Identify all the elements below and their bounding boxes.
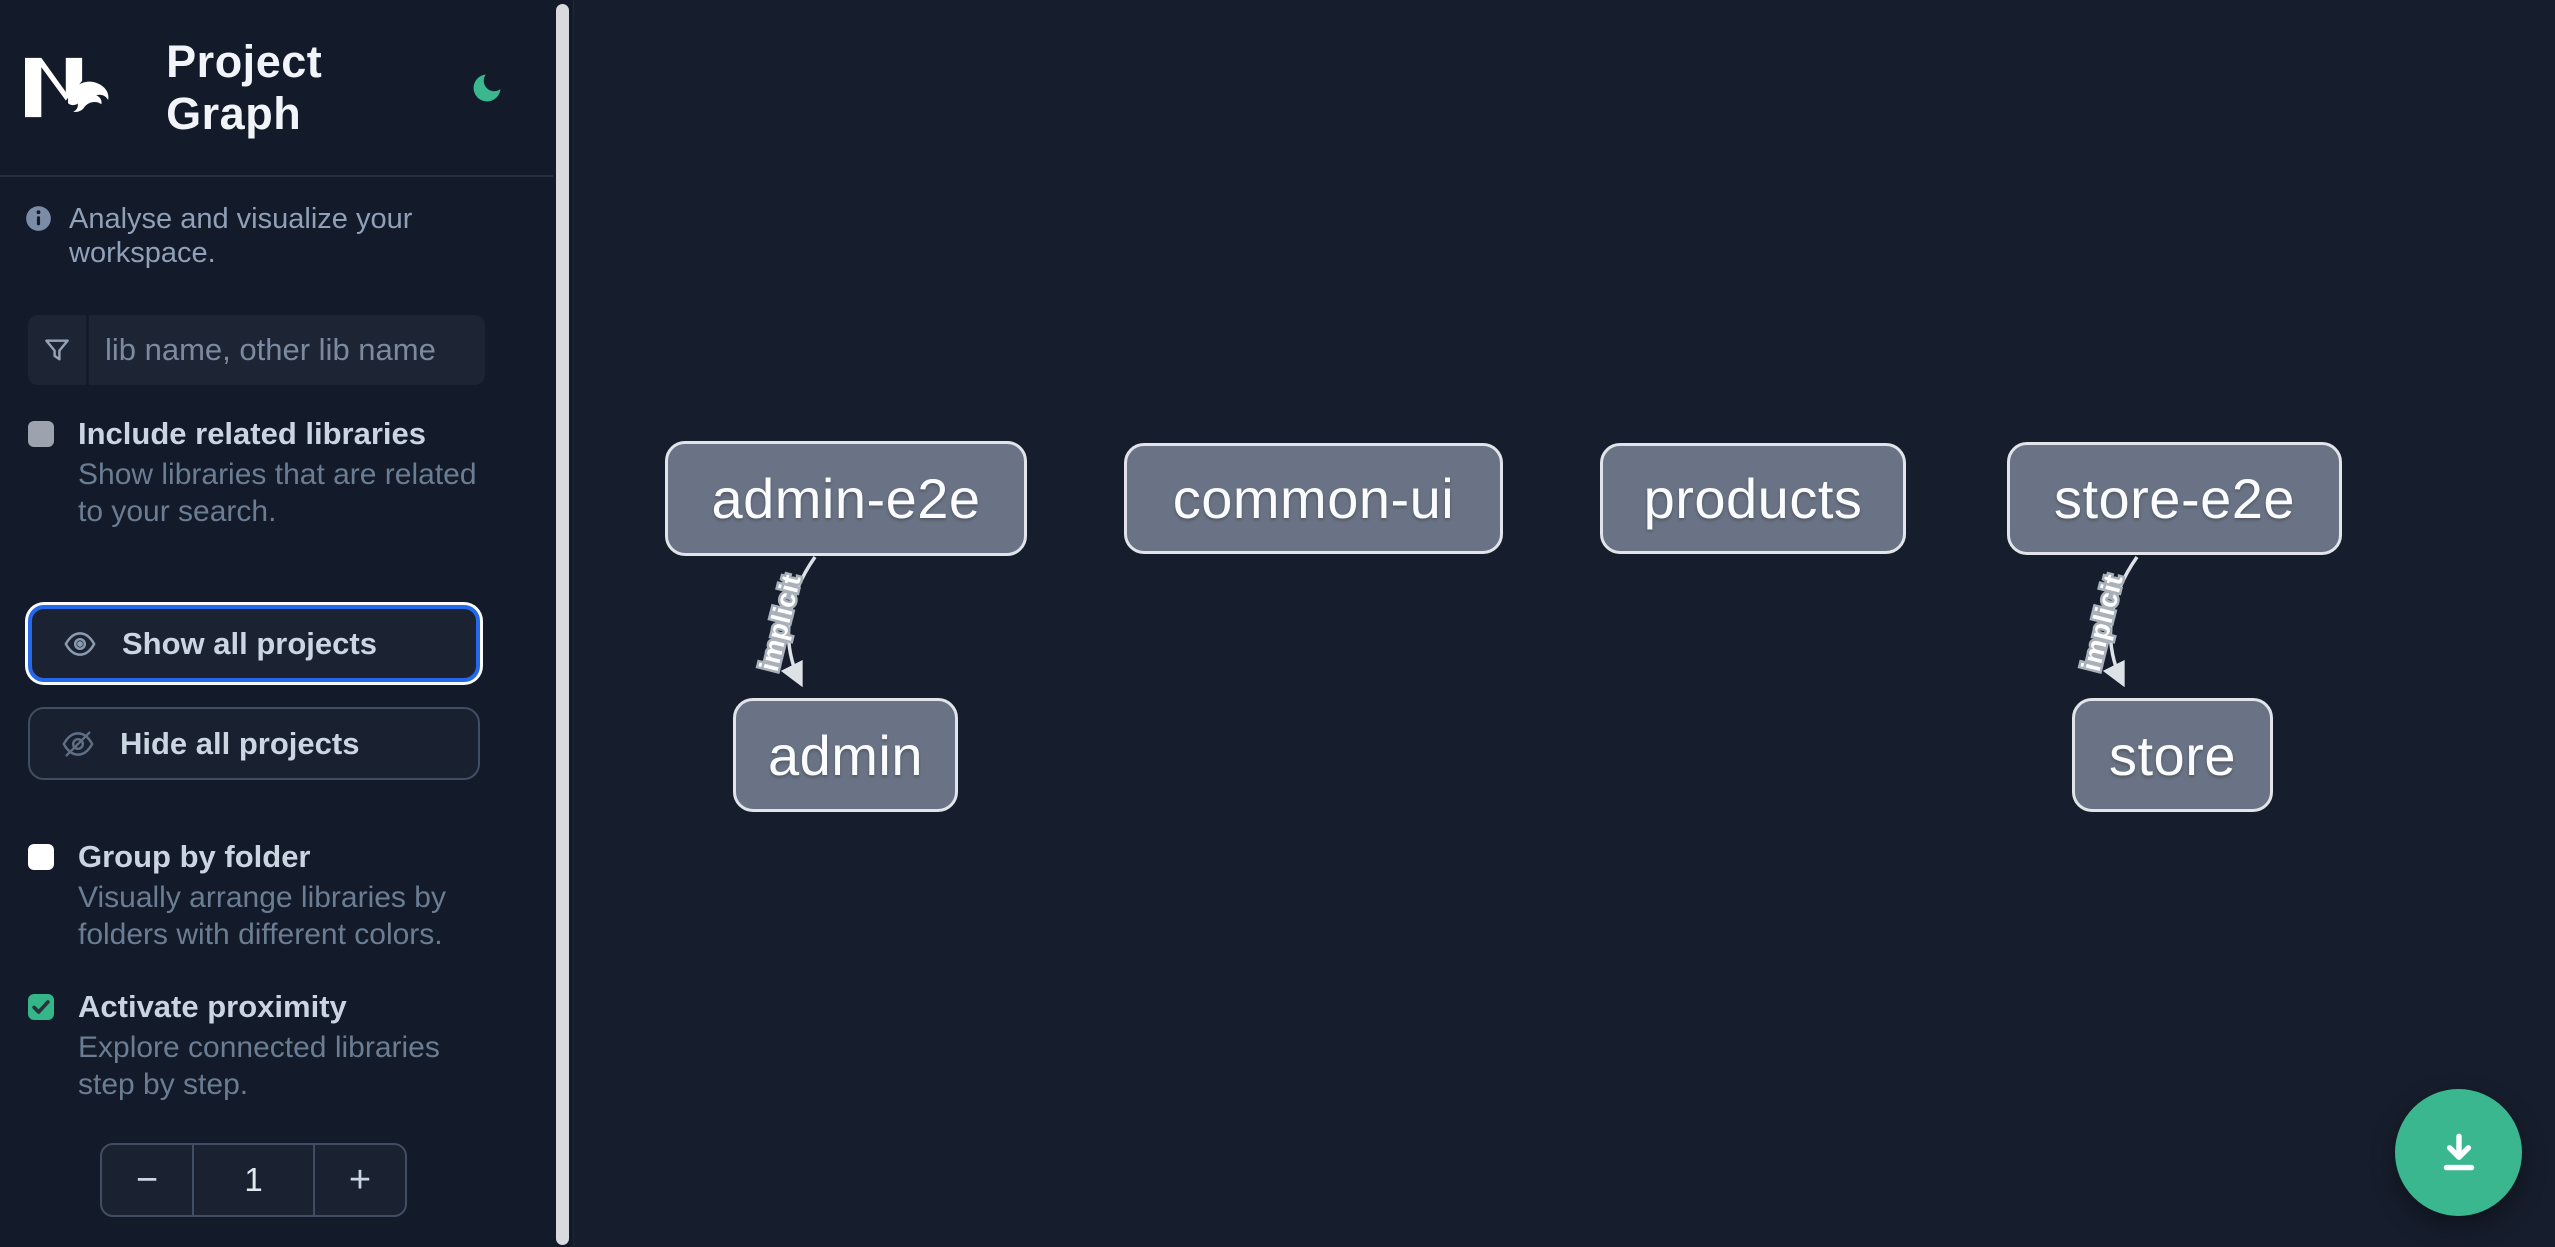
activate-proximity-checkbox[interactable]	[28, 994, 54, 1020]
group-by-folder-checkbox[interactable]	[28, 844, 54, 870]
group-by-folder-description: Visually arrange libraries by folders wi…	[78, 881, 446, 951]
nx-logo-icon	[25, 57, 109, 118]
include-related-label: Include related libraries	[78, 416, 427, 451]
proximity-depth-stepper: − 1 +	[100, 1143, 407, 1217]
include-related-checkbox[interactable]	[28, 421, 54, 447]
funnel-icon-cell	[28, 315, 89, 385]
graph-node-admin-e2e[interactable]: admin-e2e	[665, 441, 1027, 556]
activate-proximity-label: Activate proximity	[78, 989, 347, 1024]
hide-all-projects-label: Hide all projects	[120, 725, 360, 761]
download-icon	[2443, 1133, 2474, 1170]
sidebar-scrollbar	[553, 0, 573, 1247]
funnel-icon	[45, 339, 69, 361]
activate-proximity-toggle: Activate proximity Explore connected lib…	[28, 988, 482, 1103]
sidebar-header: Project Graph	[0, 0, 553, 177]
show-all-projects-label: Show all projects	[122, 625, 377, 661]
show-all-projects-button[interactable]: Show all projects	[28, 605, 480, 682]
stepper-value: 1	[192, 1145, 315, 1215]
include-related-description: Show libraries that are related to your …	[78, 458, 477, 528]
decrement-button[interactable]: −	[135, 1158, 159, 1201]
info-icon	[26, 206, 51, 231]
filter-box	[28, 315, 485, 385]
tagline-text: Analyse and visualize your workspace.	[69, 203, 413, 269]
sidebar: Project Graph Analyse and visualize your…	[0, 0, 553, 1247]
filter-input[interactable]	[89, 315, 485, 385]
include-related-toggle: Include related libraries Show libraries…	[28, 415, 482, 530]
graph-node-products[interactable]: products	[1600, 443, 1906, 554]
graph-node-admin[interactable]: admin	[733, 698, 958, 812]
group-by-folder-label: Group by folder	[78, 839, 311, 874]
activate-proximity-description: Explore connected libraries step by step…	[78, 1031, 440, 1101]
page-title: Project Graph	[166, 35, 323, 139]
theme-toggle-button[interactable]	[467, 68, 507, 108]
graph-node-common-ui[interactable]: common-ui	[1124, 443, 1503, 554]
moon-icon	[473, 74, 501, 101]
group-by-folder-toggle: Group by folder Visually arrange librari…	[28, 838, 482, 953]
checkmark-icon	[32, 1000, 50, 1014]
increment-button[interactable]: +	[348, 1158, 372, 1201]
workspace-tagline: Analyse and visualize your workspace.	[25, 202, 553, 270]
graph-canvas[interactable]	[573, 0, 2555, 1247]
eye-icon	[64, 631, 96, 656]
hide-all-projects-button[interactable]: Hide all projects	[28, 707, 480, 780]
eye-off-icon	[62, 730, 94, 757]
graph-node-store-e2e[interactable]: store-e2e	[2007, 442, 2342, 555]
graph-node-store[interactable]: store	[2072, 698, 2273, 812]
download-image-button[interactable]	[2395, 1089, 2522, 1216]
scrollbar-thumb[interactable]	[556, 4, 569, 1245]
